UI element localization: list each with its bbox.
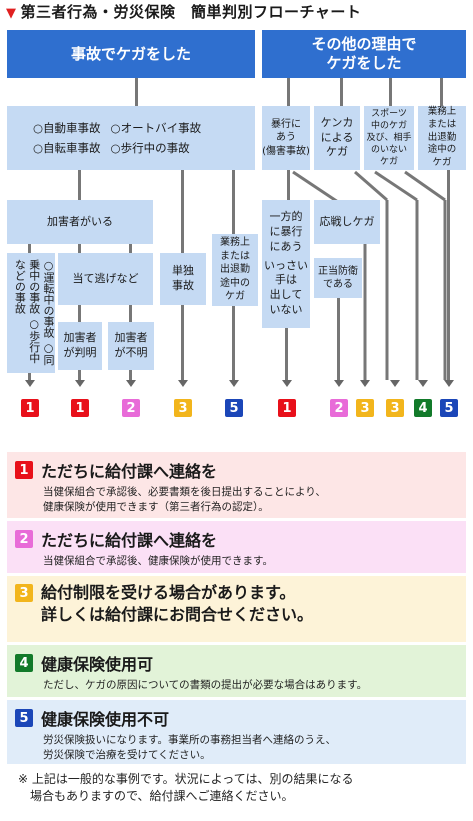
outcome-badge: 3 — [174, 399, 192, 417]
reason-fight: ケンカ による ケガ — [314, 106, 360, 170]
legend-badge: 2 — [15, 530, 33, 548]
accident-pedestrian: ○歩行中の事故 — [110, 140, 190, 155]
accident-bike: ○オートバイ事故 — [110, 121, 202, 135]
outcome-badge: 3 — [356, 399, 374, 417]
counter-fight-box: 応戦しケガ — [314, 200, 380, 244]
legend-item-4: 4 健康保険使用可 ただし、ケガの原因についての書類の提出が必要な場合はあります。 — [7, 645, 466, 697]
legend-heading: 給付制限を受ける場合があります。 詳しくは給付課にお問合せください。 — [41, 583, 314, 624]
outcome-badge: 4 — [414, 399, 432, 417]
single-accident-box: 単独 事故 — [160, 253, 206, 305]
outcome-badge: 5 — [225, 399, 243, 417]
outcome-badge: 1 — [71, 399, 89, 417]
footnote: ※ 上記は一般的な事例です。状況によっては、別の結果になる 場合もありますので、… — [18, 772, 354, 804]
legend-heading: 健康保険使用不可 — [41, 710, 170, 729]
legend-desc: ただし、ケガの原因についての書類の提出が必要な場合はあります。 — [43, 679, 368, 691]
reason-work: 業務上 または 出退勤 途中の ケガ — [418, 106, 466, 170]
accident-types-box: ○自動車事故 ○オートバイ事故 ○自転車事故 ○歩行中の事故 — [7, 106, 255, 170]
perpetrator-known-box: 加害者 が判明 — [58, 322, 102, 370]
accident-car: ○自動車事故 — [33, 121, 101, 135]
header-other: その他の理由で ケガをした — [262, 30, 466, 78]
work-commute-box: 業務上 または 出退勤 途中の ケガ — [212, 234, 258, 306]
self-defense-box: 正当防衛 である — [314, 258, 362, 298]
header-accident: 事故でケガをした — [7, 30, 255, 78]
legend-item-1: 1 ただちに給付課へ連絡を 当健保組合で承認後、必要書類を後日提出することにより、… — [7, 452, 466, 518]
reason-violence: 暴行に あう (傷害事故) — [262, 106, 310, 170]
page-title-text: 第三者行為・労災保険 簡単判別フローチャート — [20, 3, 362, 21]
outcome-badge: 5 — [440, 399, 458, 417]
legend-badge: 1 — [15, 461, 33, 479]
outcome-badge: 2 — [330, 399, 348, 417]
legend-badge: 3 — [15, 584, 33, 602]
legend-heading: ただちに給付課へ連絡を — [41, 462, 218, 481]
hit-run-box: 当て逃げなど — [58, 253, 153, 305]
outcome-badge: 1 — [278, 399, 296, 417]
has-perpetrator-box: 加害者がいる — [7, 200, 153, 244]
legend-item-2: 2 ただちに給付課へ連絡を 当健保組合で承認後、健康保険が使用できます。 — [7, 521, 466, 573]
legend-item-3: 3 給付制限を受ける場合があります。 詳しくは給付課にお問合せください。 — [7, 576, 466, 642]
page-title: ▼第三者行為・労災保険 簡単判別フローチャート — [6, 1, 361, 22]
outcome-badge: 1 — [21, 399, 39, 417]
legend-heading: 健康保険使用可 — [41, 655, 154, 674]
reason-sports: スポーツ 中のケガ 及び、相手 のいない ケガ — [364, 106, 414, 170]
legend-desc: 労災保険扱いになります。事業所の事務担当者へ連絡のうえ、 労災保険で治療を受けて… — [43, 734, 336, 762]
accident-bicycle: ○自転車事故 — [33, 140, 101, 155]
one-sided-violence-box: 一方的 に暴行 にあう いっさい 手は 出して いない — [262, 200, 310, 328]
outcome-badge: 2 — [122, 399, 140, 417]
outcome-badge: 3 — [386, 399, 404, 417]
legend-desc: 当健保組合で承認後、健康保険が使用できます。 — [43, 555, 273, 567]
legend-badge: 5 — [15, 709, 33, 727]
perpetrator-unknown-box: 加害者 が不明 — [108, 322, 154, 370]
legend-heading: ただちに給付課へ連絡を — [41, 531, 218, 550]
legend-desc: 当健保組合で承認後、必要書類を後日提出することにより、 健康保険が使用できます（… — [43, 486, 326, 514]
triangle-icon: ▼ — [6, 6, 17, 21]
driving-passenger-walking-box: ○運転中の事故 ○同乗中の事故 ○歩行中などの事故 — [7, 253, 55, 373]
legend-badge: 4 — [15, 654, 33, 672]
legend-item-5: 5 健康保険使用不可 労災保険扱いになります。事業所の事務担当者へ連絡のうえ、 労… — [7, 700, 466, 764]
